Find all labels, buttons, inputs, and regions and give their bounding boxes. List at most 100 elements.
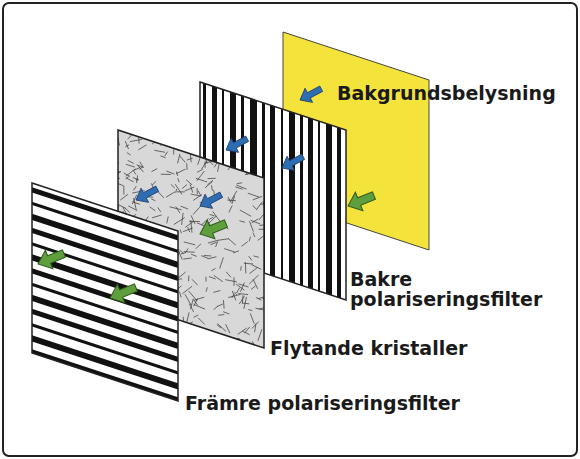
texture-stroke — [195, 351, 200, 361]
stripe — [270, 70, 275, 320]
texture-stroke — [208, 216, 216, 224]
texture-stroke — [258, 236, 264, 240]
liquid-crystal-label: Flytande kristaller — [270, 339, 467, 359]
texture-stroke — [211, 185, 213, 190]
texture-stroke — [216, 145, 217, 151]
texture-stroke — [258, 296, 268, 299]
texture-stroke — [208, 340, 219, 344]
texture-stroke — [234, 292, 237, 295]
light-arrow — [278, 150, 307, 175]
texture-stroke — [125, 145, 129, 147]
texture-stroke — [233, 251, 239, 253]
texture-stroke — [193, 300, 197, 306]
texture-stroke — [217, 239, 229, 241]
texture-stroke — [210, 214, 215, 215]
light-arrow — [106, 278, 139, 307]
light-arrow — [132, 182, 161, 207]
texture-stroke — [188, 227, 190, 232]
texture-stroke — [197, 188, 198, 195]
texture-stroke — [224, 131, 230, 134]
texture-stroke — [238, 328, 247, 334]
texture-stroke — [255, 308, 263, 310]
texture-stroke — [124, 173, 129, 176]
front-polarizer-outline — [32, 183, 178, 401]
texture-stroke — [266, 349, 269, 352]
texture-stroke — [249, 267, 257, 273]
texture-stroke — [241, 242, 247, 247]
texture-stroke — [239, 350, 243, 354]
texture-stroke — [226, 324, 230, 333]
texture-stroke — [176, 206, 180, 213]
stripe — [20, 321, 190, 377]
front-polarizer-label: Främre polariseringsfilter — [185, 394, 460, 414]
texture-stroke — [226, 272, 231, 277]
texture-stroke — [217, 324, 226, 332]
texture-stroke — [213, 211, 220, 221]
texture-stroke — [183, 286, 193, 294]
texture-stroke — [160, 156, 165, 158]
texture-stroke — [182, 185, 187, 189]
texture-stroke — [238, 159, 241, 161]
texture-stroke — [133, 167, 140, 170]
texture-stroke — [126, 178, 134, 182]
texture-stroke — [240, 158, 244, 165]
texture-stroke — [265, 320, 277, 321]
light-arrow — [196, 214, 229, 243]
texture-stroke — [181, 206, 188, 209]
texture-stroke — [223, 300, 225, 309]
texture-stroke — [218, 164, 220, 172]
texture-stroke — [267, 129, 276, 132]
texture-stroke — [171, 184, 175, 188]
texture-stroke — [151, 169, 157, 172]
texture-stroke — [217, 304, 223, 307]
texture-stroke — [185, 221, 194, 227]
texture-stroke — [232, 291, 236, 300]
texture-stroke — [252, 265, 262, 270]
texture-stroke — [166, 192, 175, 197]
texture-stroke — [208, 178, 216, 179]
light-arrow — [34, 244, 67, 273]
stripe — [20, 348, 190, 404]
texture-stroke — [158, 207, 161, 212]
texture-stroke — [232, 132, 238, 137]
texture-stroke — [197, 169, 203, 172]
texture-stroke — [140, 162, 143, 167]
texture-stroke — [193, 205, 202, 214]
texture-stroke — [183, 317, 184, 325]
texture-stroke — [174, 144, 183, 146]
texture-stroke — [249, 221, 253, 231]
texture-stroke — [211, 268, 215, 270]
texture-stroke — [187, 158, 193, 160]
texture-stroke — [205, 161, 206, 167]
texture-stroke — [240, 210, 251, 216]
texture-stroke — [186, 249, 189, 253]
texture-stroke — [125, 141, 128, 149]
texture-stroke — [234, 277, 235, 286]
texture-stroke — [218, 129, 219, 136]
texture-stroke — [185, 294, 191, 305]
texture-stroke — [214, 163, 217, 168]
stripe — [326, 70, 332, 320]
texture-stroke — [264, 152, 266, 164]
texture-stroke — [189, 304, 193, 312]
texture-stroke — [120, 194, 128, 200]
texture-stroke — [257, 202, 262, 209]
texture-stroke — [249, 237, 250, 242]
texture-stroke — [247, 135, 259, 136]
texture-stroke — [210, 242, 216, 244]
texture-stroke — [188, 276, 189, 282]
texture-stroke — [123, 186, 124, 195]
texture-stroke — [240, 266, 242, 270]
texture-stroke — [245, 343, 248, 351]
texture-stroke — [215, 339, 224, 342]
texture-stroke — [126, 164, 135, 167]
texture-stroke — [215, 148, 217, 154]
texture-stroke — [176, 169, 185, 174]
texture-stroke — [127, 153, 131, 155]
texture-stroke — [183, 258, 192, 259]
texture-stroke — [255, 324, 256, 333]
texture-stroke — [237, 182, 242, 184]
texture-stroke — [243, 302, 250, 304]
texture-stroke — [220, 337, 229, 343]
texture-stroke — [245, 262, 246, 273]
